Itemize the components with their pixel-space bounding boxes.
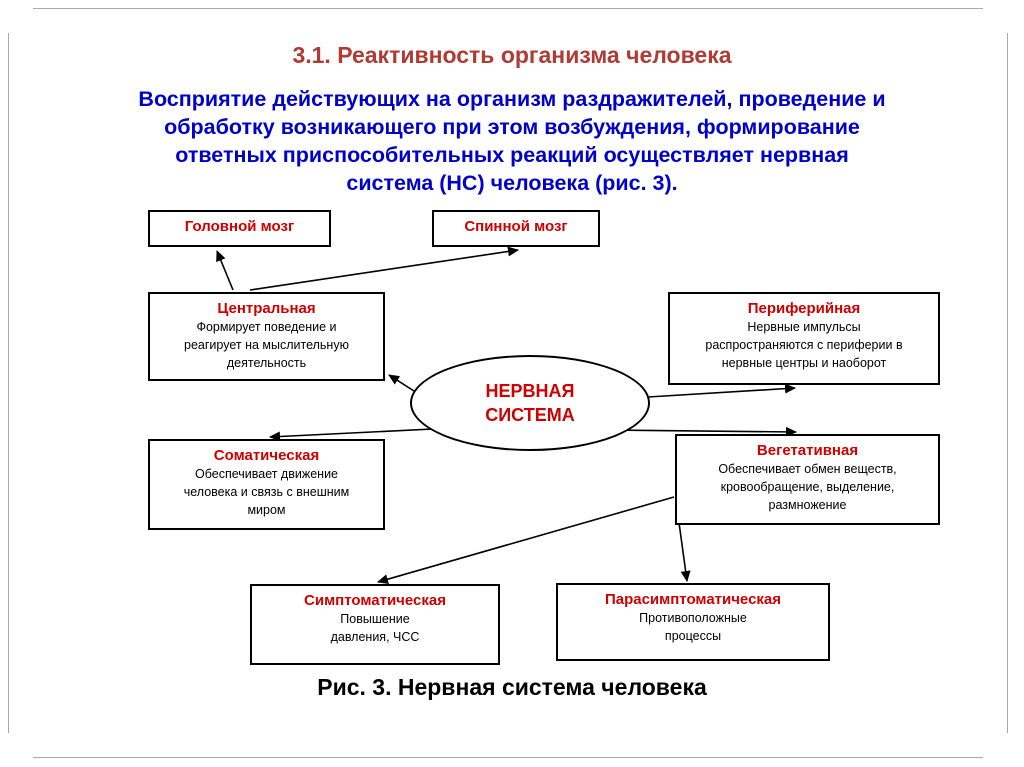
node-sympathetic: Симптоматическая Повышение давления, ЧСС [250, 584, 500, 665]
node-vegetative-desc: Обеспечивает обмен веществ, кровообращен… [718, 462, 897, 512]
node-parasympathetic-title: Парасимптоматическая [604, 591, 782, 608]
node-spinal-cord: Спинной мозг [432, 210, 600, 247]
node-somatic-title: Соматическая [213, 447, 320, 464]
node-vegetative-title: Вегетативная [756, 442, 859, 459]
frame-corner-notch [983, 733, 1009, 759]
node-sympathetic-title: Симптоматическая [304, 592, 446, 609]
node-peripheral-desc: Нервные импульсы распространяются с пери… [705, 320, 903, 370]
node-peripheral-title: Периферийная [747, 300, 861, 317]
node-parasympathetic-desc: Противоположные процессы [639, 611, 747, 643]
node-brain: Головной мозг [148, 210, 331, 247]
figure-caption: Рис. 3. Нервная система человека [317, 674, 707, 700]
frame-corner-notch [7, 7, 33, 33]
node-peripheral: Периферийная Нервные импульсы распростра… [668, 292, 940, 385]
intro-paragraph: Восприятие действующих на организм раздр… [138, 87, 886, 195]
node-central-title: Центральная [217, 300, 316, 317]
frame-corner-notch [983, 7, 1009, 33]
node-central: Центральная Формирует поведение и реагир… [148, 292, 385, 381]
node-parasympathetic: Парасимптоматическая Противоположные про… [556, 583, 830, 661]
frame-corner-notch [7, 733, 33, 759]
node-sympathetic-desc: Повышение давления, ЧСС [330, 612, 420, 644]
slide-title: 3.1. Реактивность организма человека [292, 42, 732, 68]
node-central-desc: Формирует поведение и реагирует на мысли… [184, 320, 349, 370]
node-nervous-system-title: НЕРВНАЯ СИСТЕМА [485, 380, 575, 425]
node-vegetative: Вегетативная Обеспечивает обмен веществ,… [675, 434, 940, 525]
node-somatic-desc: Обеспечивает движение человека и связь с… [183, 467, 350, 517]
node-spinal-cord-title: Спинной мозг [464, 218, 568, 235]
node-somatic: Соматическая Обеспечивает движение челов… [148, 439, 385, 530]
slide-border [7, 7, 1009, 759]
node-nervous-system: НЕРВНАЯ СИСТЕМА [410, 355, 650, 451]
node-brain-title: Головной мозг [184, 218, 295, 235]
